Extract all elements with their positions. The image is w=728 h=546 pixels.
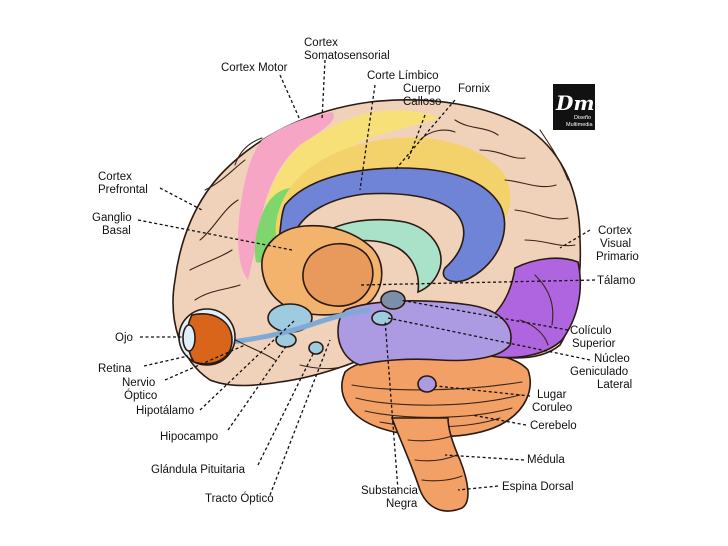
labels: Cortex Somatosensorial Cortex Motor Cort… bbox=[92, 37, 639, 510]
lateral-geniculate bbox=[371, 310, 393, 326]
leader-lines bbox=[137, 59, 596, 496]
label-cortex-prefrontal-2: Prefrontal bbox=[98, 184, 148, 196]
label-ganglio-basal-2: Basal bbox=[102, 225, 131, 237]
label-lugar-1: Lugar bbox=[537, 389, 567, 401]
label-cerebelo: Cerebelo bbox=[530, 420, 577, 432]
logo-box bbox=[553, 84, 595, 130]
label-talamo: Tálamo bbox=[597, 275, 635, 287]
label-glandula-pituitaria: Glándula Pituitaria bbox=[151, 464, 246, 476]
thalamus bbox=[302, 243, 374, 307]
label-coliculo-2: Superior bbox=[572, 338, 616, 350]
logo-monogram: Dm bbox=[555, 91, 595, 115]
premotor-cortex bbox=[238, 112, 334, 280]
label-espina-dorsal: Espina Dorsal bbox=[502, 481, 574, 493]
label-nucleo-3: Lateral bbox=[597, 379, 632, 391]
brain-stem bbox=[390, 417, 469, 512]
label-cortex-visual-3: Primario bbox=[596, 251, 639, 263]
optic-tract bbox=[221, 307, 371, 346]
spinal-cord bbox=[390, 417, 469, 512]
label-hipocampo: Hipocampo bbox=[160, 431, 218, 443]
label-coliculo-1: Colículo bbox=[570, 325, 612, 337]
label-medula: Médula bbox=[527, 454, 565, 466]
label-ojo: Ojo bbox=[115, 332, 133, 344]
label-cortex-somatosensorial-2: Somatosensorial bbox=[304, 50, 390, 62]
locus-coeruleus bbox=[417, 375, 437, 393]
label-cortex-somatosensorial-1: Cortex bbox=[304, 37, 338, 49]
label-cuerpo: Cuerpo bbox=[403, 83, 441, 95]
limbic-cortex bbox=[275, 137, 511, 245]
logo: Dm Diseño Multimedia bbox=[553, 84, 595, 130]
label-cortex-visual-2: Visual bbox=[600, 238, 631, 250]
label-corte-limbico: Corte Límbico bbox=[367, 70, 439, 82]
label-cortex-visual-1: Cortex bbox=[598, 225, 632, 237]
label-nervio-optico-1: Nervio bbox=[122, 377, 155, 389]
label-tracto-optico: Tracto Óptico bbox=[205, 492, 274, 505]
logo-line1: Diseño bbox=[574, 115, 591, 121]
pituitary bbox=[308, 341, 324, 355]
label-lugar-2: Coruleo bbox=[532, 402, 572, 414]
label-cortex-motor: Cortex Motor bbox=[221, 62, 288, 74]
label-nervio-optico-2: Óptico bbox=[124, 389, 157, 402]
label-nucleo-2: Geniculado bbox=[570, 366, 628, 378]
label-fornix: Fornix bbox=[458, 83, 490, 95]
logo-line2: Multimedia bbox=[566, 122, 594, 128]
label-cortex-prefrontal-1: Cortex bbox=[98, 171, 132, 183]
eye bbox=[178, 308, 236, 366]
label-ganglio-basal-1: Ganglio bbox=[92, 212, 132, 224]
label-substancia-negra-2: Negra bbox=[386, 498, 418, 510]
label-substancia-negra-1: Substancia bbox=[361, 485, 419, 497]
label-calloso: Calloso bbox=[403, 96, 441, 108]
label-retina: Retina bbox=[98, 363, 132, 375]
superior-colliculus bbox=[380, 290, 406, 310]
cornea bbox=[182, 324, 196, 352]
motor-somatosensory-cortex bbox=[263, 110, 440, 252]
label-nucleo-1: Núcleo bbox=[594, 353, 630, 365]
label-hipotalamo: Hipotálamo bbox=[136, 405, 194, 417]
